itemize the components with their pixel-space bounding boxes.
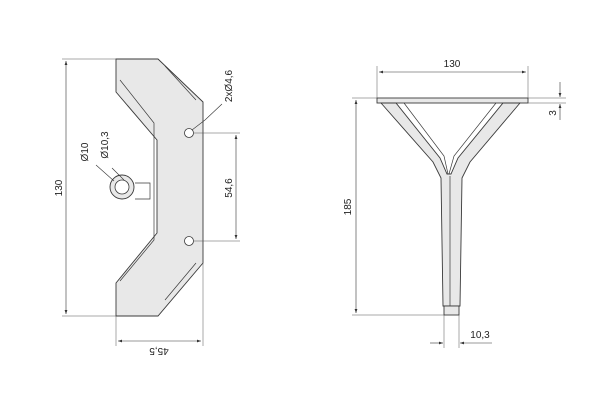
width-label: 45,5 — [149, 345, 169, 356]
bolt-hole-lower — [184, 236, 194, 246]
leg-inner-lines — [403, 102, 497, 306]
foot-diameter-label: 10,3 — [470, 330, 490, 341]
bolt-holes-label: 2xØ4,6 — [224, 69, 235, 102]
plate-width-label: 130 — [444, 59, 461, 70]
side-view: 130 185 3 10,3 — [343, 59, 566, 348]
tube-inner-label: Ø10,3 — [100, 131, 111, 159]
leg-foot — [443, 305, 460, 316]
tube-outer-label: Ø10 — [80, 142, 91, 161]
thickness-label: 3 — [548, 110, 559, 116]
leader-tube-outer — [95, 164, 115, 182]
leg-body — [380, 102, 521, 307]
leader-tube-inner — [111, 167, 125, 181]
length-label: 130 — [54, 179, 65, 196]
top-plate — [376, 97, 529, 104]
tube-ring-inner — [114, 179, 130, 195]
height-label: 185 — [343, 198, 354, 215]
fold-line-inner — [119, 79, 155, 282]
bolt-hole-upper — [184, 128, 194, 138]
tube-tab — [135, 182, 151, 200]
leader-bolt-holes — [191, 103, 223, 131]
top-view: 130 45,5 54,6 2xØ4,6 Ø10 Ø10,3 — [54, 58, 240, 356]
fold-line-outer — [164, 65, 197, 301]
hole-spacing-label: 54,6 — [224, 178, 235, 198]
